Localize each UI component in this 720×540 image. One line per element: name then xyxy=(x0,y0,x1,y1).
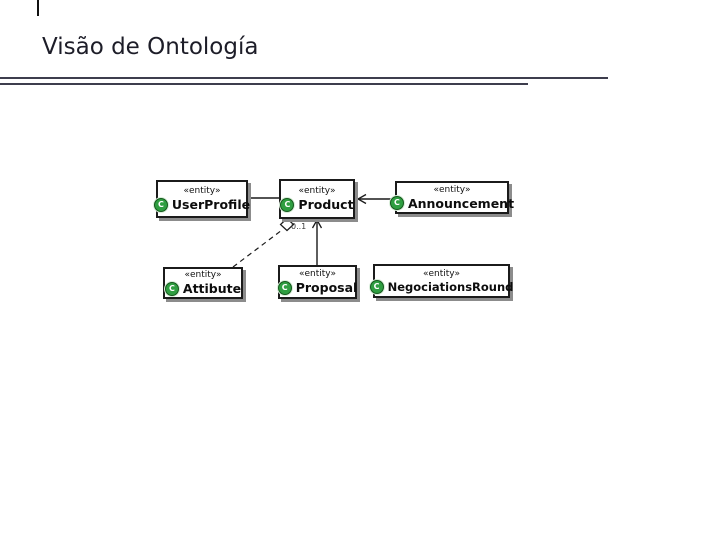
class-icon: C xyxy=(369,279,384,294)
entity-box-attibute: «entity» C Attibute xyxy=(163,267,243,299)
class-icon: C xyxy=(389,196,404,210)
multiplicity-label: 0..1 xyxy=(291,222,307,231)
entity-box-announcement: «entity» C Announcement xyxy=(389,181,514,214)
entity-name-row: C UserProfile xyxy=(153,197,251,212)
stereotype-label: «entity» xyxy=(423,268,460,279)
entity-name-row: C Attibute xyxy=(164,281,242,296)
title-rule-top xyxy=(0,77,608,79)
stereotype-label: «entity» xyxy=(433,184,471,195)
entity-name: Proposal xyxy=(295,280,358,295)
stereotype-label: «entity» xyxy=(299,269,336,279)
entity-name: Product xyxy=(298,197,354,212)
entity-name: Announcement xyxy=(407,195,515,211)
stereotype-label: «entity» xyxy=(298,186,336,196)
slide-title: Visão de Ontología xyxy=(42,34,259,60)
stereotype-label: «entity» xyxy=(183,186,221,196)
entity-name-row: C Proposal xyxy=(277,280,358,295)
slide-corner-tick xyxy=(37,0,39,16)
class-icon: C xyxy=(277,280,292,295)
class-icon: C xyxy=(153,197,168,212)
entity-box-product: «entity» C Product xyxy=(279,179,355,219)
aggregation-attibute-product xyxy=(232,217,295,268)
entity-name-row: C NegociationsRound xyxy=(369,279,514,294)
class-icon: C xyxy=(164,281,179,296)
entity-name: Attibute xyxy=(182,281,242,296)
entity-box-proposal: «entity» C Proposal xyxy=(277,265,358,299)
entity-box-negociationsround: «entity» C NegociationsRound xyxy=(369,264,513,298)
title-rule-bottom xyxy=(0,83,528,85)
class-icon: C xyxy=(280,197,295,212)
entity-box-userprofile: «entity» C UserProfile xyxy=(153,180,251,218)
entity-name: UserProfile xyxy=(171,197,251,212)
entity-name: NegociationsRound xyxy=(387,279,514,294)
entity-name-row: C Announcement xyxy=(389,195,515,211)
stereotype-label: «entity» xyxy=(184,270,222,280)
association-proposal-product xyxy=(311,218,323,265)
entity-name-row: C Product xyxy=(280,197,354,212)
